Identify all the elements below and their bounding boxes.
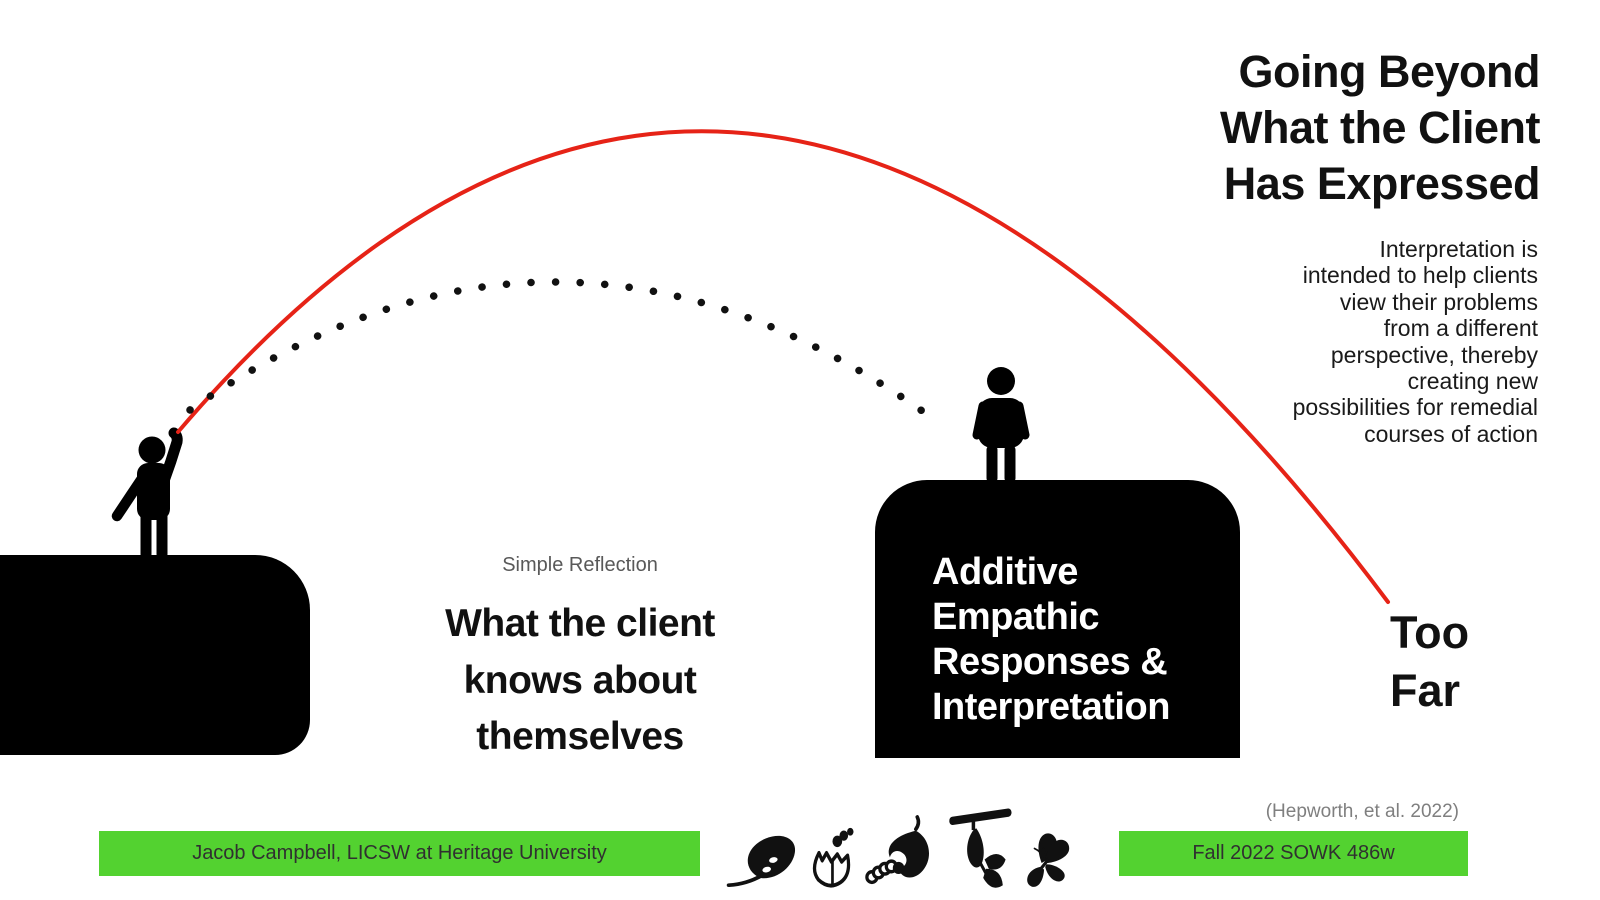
person-standing-icon	[972, 367, 1030, 482]
page-title: Going Beyond What the Client Has Express…	[1220, 46, 1540, 209]
caterpillar-eating-leaf-icon	[865, 815, 930, 885]
left-platform-block	[0, 555, 310, 755]
simple-reflection-label: Simple Reflection	[502, 554, 658, 576]
additive-block-label: Additive Empathic Responses & Interpreta…	[932, 551, 1170, 728]
author-badge: Jacob Campbell, LICSW at Heritage Univer…	[99, 831, 700, 876]
course-badge-label: Fall 2022 SOWK 486w	[1192, 842, 1395, 864]
person-waving-icon	[111, 427, 183, 560]
author-badge-label: Jacob Campbell, LICSW at Heritage Univer…	[192, 842, 607, 864]
course-badge: Fall 2022 SOWK 486w	[1119, 831, 1468, 876]
butterfly-icon	[1027, 833, 1070, 887]
chrysalis-with-butterfly-icon	[949, 808, 1012, 888]
interpretation-description: Interpretation is intended to help clien…	[1292, 236, 1538, 447]
simple-reflection-dotted-arc	[186, 278, 936, 422]
leaf-with-eggs-icon	[726, 835, 796, 887]
citation: (Hepworth, et al. 2022)	[1265, 801, 1459, 822]
too-far-label: Too Far	[1390, 607, 1470, 716]
client-knowledge-label: What the client knows about themselves	[445, 602, 715, 758]
hatching-egg-icon	[812, 827, 854, 888]
